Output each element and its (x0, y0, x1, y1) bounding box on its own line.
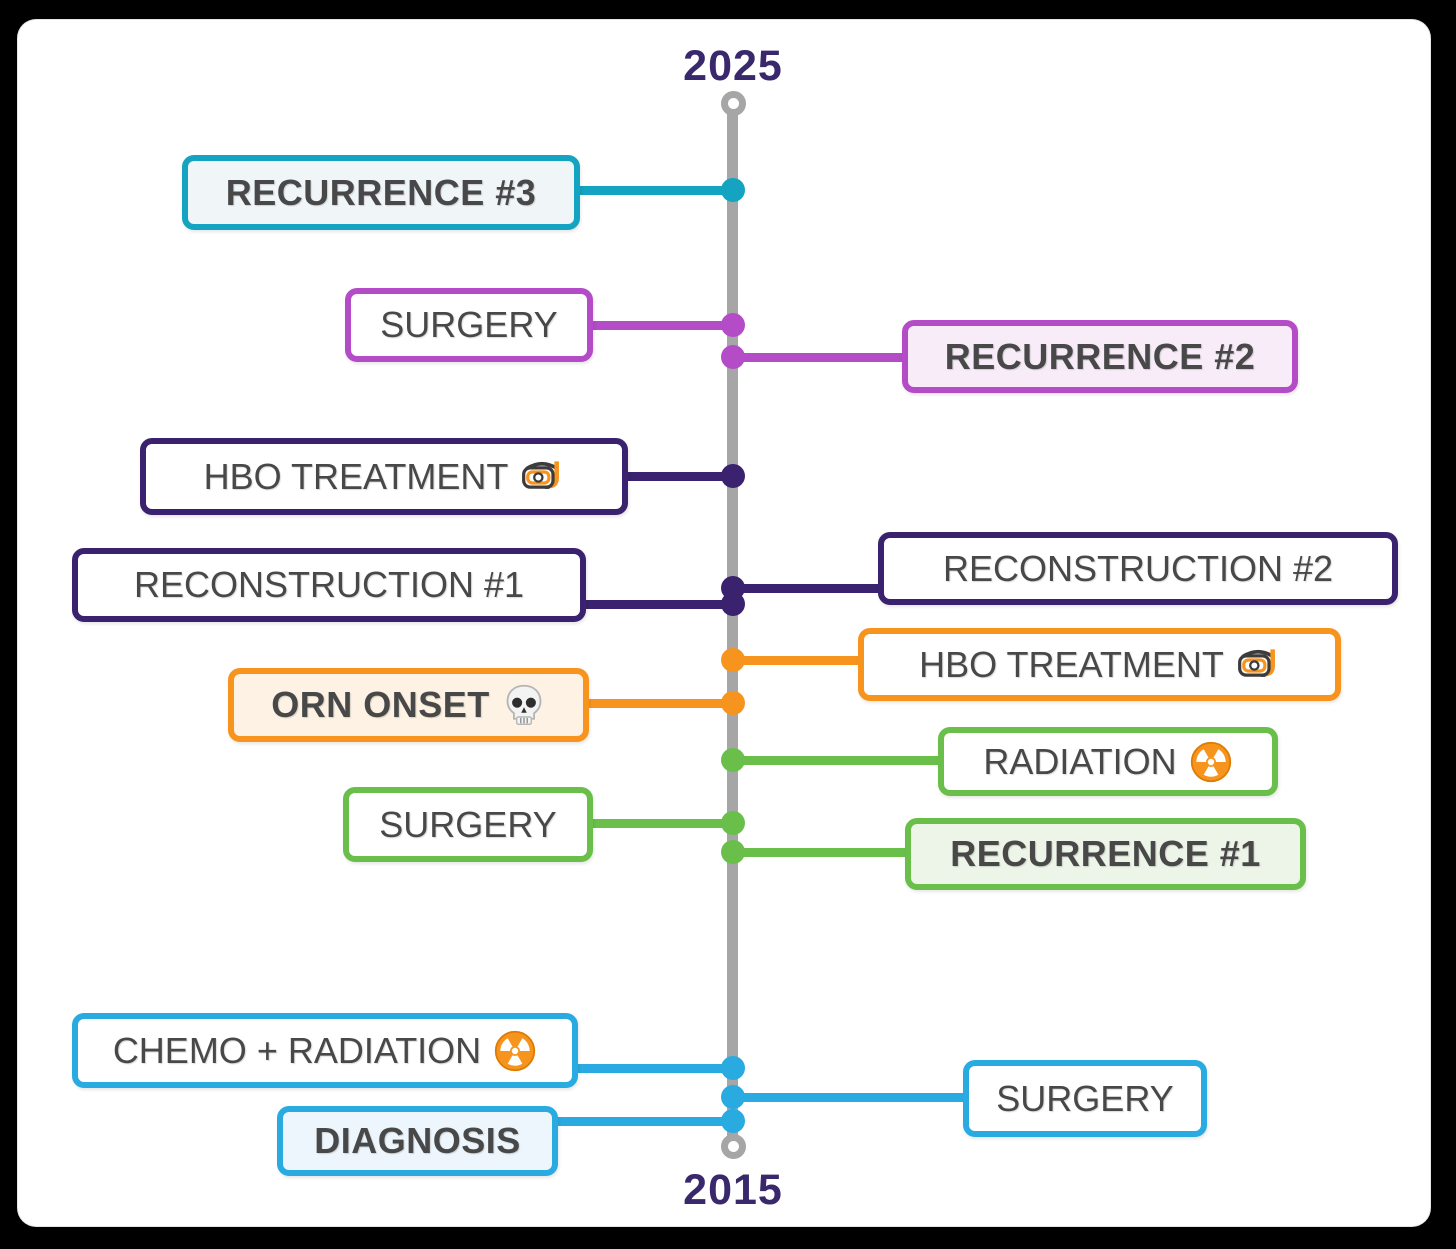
event-box: HBO TREATMENT (858, 628, 1341, 701)
timeline-dot (721, 691, 745, 715)
event-box: RECONSTRUCTION #2 (878, 532, 1398, 605)
event-box: SURGERY (343, 787, 593, 862)
event-label: SURGERY (379, 803, 557, 845)
event-box: HBO TREATMENT (140, 438, 628, 515)
event-box: SURGERY (345, 288, 593, 362)
connector-line (727, 756, 948, 765)
event-label: SURGERY (380, 304, 558, 345)
timeline-dot (721, 313, 745, 337)
event-box: RECURRENCE #2 (902, 320, 1298, 393)
timeline-dot (721, 345, 745, 369)
connector-line (583, 819, 737, 828)
event-label: RECURRENCE #2 (944, 335, 1256, 377)
event-box: RECURRENCE #3 (182, 155, 580, 230)
radioactive-icon (1190, 741, 1231, 782)
timeline-dot (721, 811, 745, 835)
connector-line (727, 584, 888, 593)
event-box: ORN ONSET (228, 668, 589, 742)
event-label: HBO TREATMENT (919, 643, 1224, 685)
connector-line (547, 1117, 737, 1126)
connector-line (576, 600, 737, 609)
connector-line (568, 1064, 737, 1073)
event-label: HBO TREATMENT (203, 455, 509, 497)
event-label: CHEMO + RADIATION (112, 1029, 482, 1071)
event-label: SURGERY (996, 1077, 1174, 1119)
timeline-dot (721, 748, 745, 772)
event-box: CHEMO + RADIATION (72, 1013, 578, 1088)
timeline-dot (721, 1109, 745, 1133)
event-label: RECONSTRUCTION #1 (133, 564, 525, 605)
event-box: RECURRENCE #1 (905, 818, 1306, 890)
connector-line (727, 353, 912, 362)
connector-line (618, 472, 737, 481)
event-box: SURGERY (963, 1060, 1207, 1137)
event-label: RECURRENCE #1 (950, 833, 1261, 874)
event-box: RADIATION (938, 727, 1278, 796)
year-label-bottom: 2015 (683, 1166, 783, 1214)
connector-line (583, 321, 737, 330)
timeline-dot (721, 1085, 745, 1109)
event-label: RADIATION (983, 740, 1177, 782)
timeline-endpoint-top-icon (721, 91, 746, 116)
connector-line (727, 1093, 973, 1102)
connector-line (727, 848, 915, 857)
connector-line (570, 186, 737, 195)
event-label: RECURRENCE #3 (225, 171, 537, 213)
diving-mask-icon (1236, 643, 1280, 687)
event-label: RECONSTRUCTION #2 (942, 547, 1334, 589)
timeline-axis (727, 103, 738, 1146)
timeline-dot (721, 648, 745, 672)
event-box: DIAGNOSIS (277, 1106, 558, 1176)
timeline-dot (721, 576, 745, 600)
timeline-endpoint-bottom-icon (721, 1134, 746, 1159)
event-label: DIAGNOSIS (314, 1120, 521, 1161)
timeline-dot (721, 464, 745, 488)
diving-mask-icon (520, 455, 564, 499)
radioactive-icon (495, 1030, 536, 1071)
event-box: RECONSTRUCTION #1 (72, 548, 586, 622)
connector-line (727, 656, 868, 665)
event-label: ORN ONSET (271, 684, 490, 725)
timeline-dot (721, 178, 745, 202)
timeline-dot (721, 840, 745, 864)
connector-line (579, 699, 737, 708)
skull-icon (506, 684, 542, 726)
year-label-top: 2025 (683, 42, 783, 90)
timeline-dot (721, 1056, 745, 1080)
